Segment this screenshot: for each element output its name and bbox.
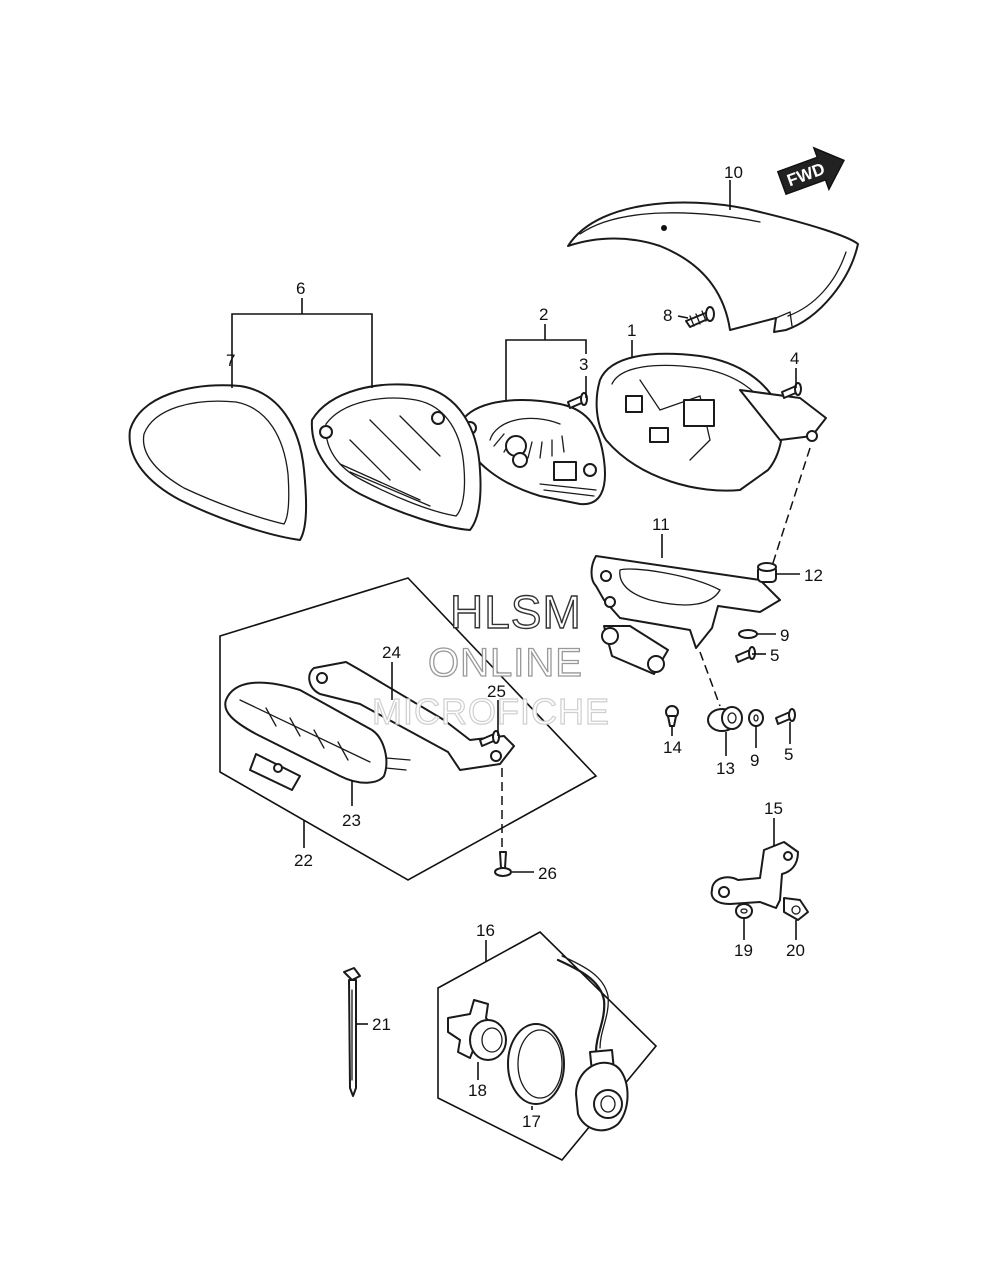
part-7-lens	[128, 384, 308, 541]
part-17-seal-ring	[507, 1023, 565, 1105]
part-9-washer-lower	[748, 709, 764, 727]
part-8-screw	[685, 306, 715, 328]
watermark: HLSM ONLINE MICROFICHE	[371, 585, 610, 732]
part-9-washer	[738, 629, 758, 639]
callout-11: 11	[652, 515, 670, 534]
part-10-meter-cover	[567, 201, 859, 333]
part-26-screw	[494, 851, 512, 877]
callout-21: 21	[372, 1015, 391, 1034]
callout-2: 2	[539, 305, 548, 324]
callout-1: 1	[627, 321, 636, 340]
part-5-screw	[735, 646, 756, 663]
callout-19: 19	[734, 941, 753, 960]
part-15-bracket	[710, 841, 799, 909]
callout-4: 4	[790, 349, 799, 368]
part-18-sensor-rotor	[447, 999, 507, 1061]
part-20-clip	[783, 897, 809, 921]
callout-13: 13	[716, 759, 735, 778]
watermark-line-2: ONLINE	[428, 641, 583, 685]
part-6-meter-panel	[310, 383, 482, 531]
callout-10: 10	[724, 163, 743, 182]
callout-18: 18	[468, 1081, 487, 1100]
part-24-bracket	[308, 661, 515, 771]
part-13-grommet	[707, 706, 743, 732]
callout-22: 22	[294, 851, 313, 870]
part-19-washer	[735, 903, 753, 919]
callout-9-lower: 9	[750, 751, 759, 770]
callout-15: 15	[764, 799, 783, 818]
callouts: 10 6 2 8 1 7 3 4 11 12 9 5 24 25 14 9 5 …	[226, 163, 823, 1131]
callout-23: 23	[342, 811, 361, 830]
part-3-screw	[567, 392, 588, 409]
part-14-screw	[665, 705, 679, 727]
part-21-cable-tie	[343, 967, 361, 1097]
callout-5-lower: 5	[784, 745, 793, 764]
part-5-screw-lower	[775, 708, 796, 725]
part-1-meter-case	[595, 352, 827, 492]
part-23-indicator-lamp	[224, 681, 411, 791]
callout-14: 14	[663, 738, 682, 757]
callout-24: 24	[382, 643, 401, 662]
dashed-guide-lines	[501, 447, 811, 848]
part-2-meter-assembly	[463, 399, 606, 506]
callout-3: 3	[579, 355, 588, 374]
part-16-speed-sensor	[556, 955, 629, 1132]
watermark-line-1: HLSM	[450, 586, 582, 638]
callout-5-upper: 5	[770, 646, 779, 665]
callout-25: 25	[487, 682, 506, 701]
callout-20: 20	[786, 941, 805, 960]
callout-26: 26	[538, 864, 557, 883]
callout-9-upper: 9	[780, 626, 789, 645]
part-11-bracket	[590, 555, 781, 675]
part-4-screw	[781, 382, 802, 399]
callout-7: 7	[226, 351, 235, 370]
watermark-line-3: MICROFICHE	[372, 691, 610, 732]
part-12-grommet	[757, 562, 777, 583]
callout-6: 6	[296, 279, 305, 298]
leader-lines	[231, 180, 800, 1110]
fwd-arrow: FWD	[776, 146, 845, 196]
callout-12: 12	[804, 566, 823, 585]
callout-8: 8	[663, 306, 672, 325]
callout-16: 16	[476, 921, 495, 940]
part-25-screw	[479, 730, 500, 747]
callout-17: 17	[522, 1112, 541, 1131]
